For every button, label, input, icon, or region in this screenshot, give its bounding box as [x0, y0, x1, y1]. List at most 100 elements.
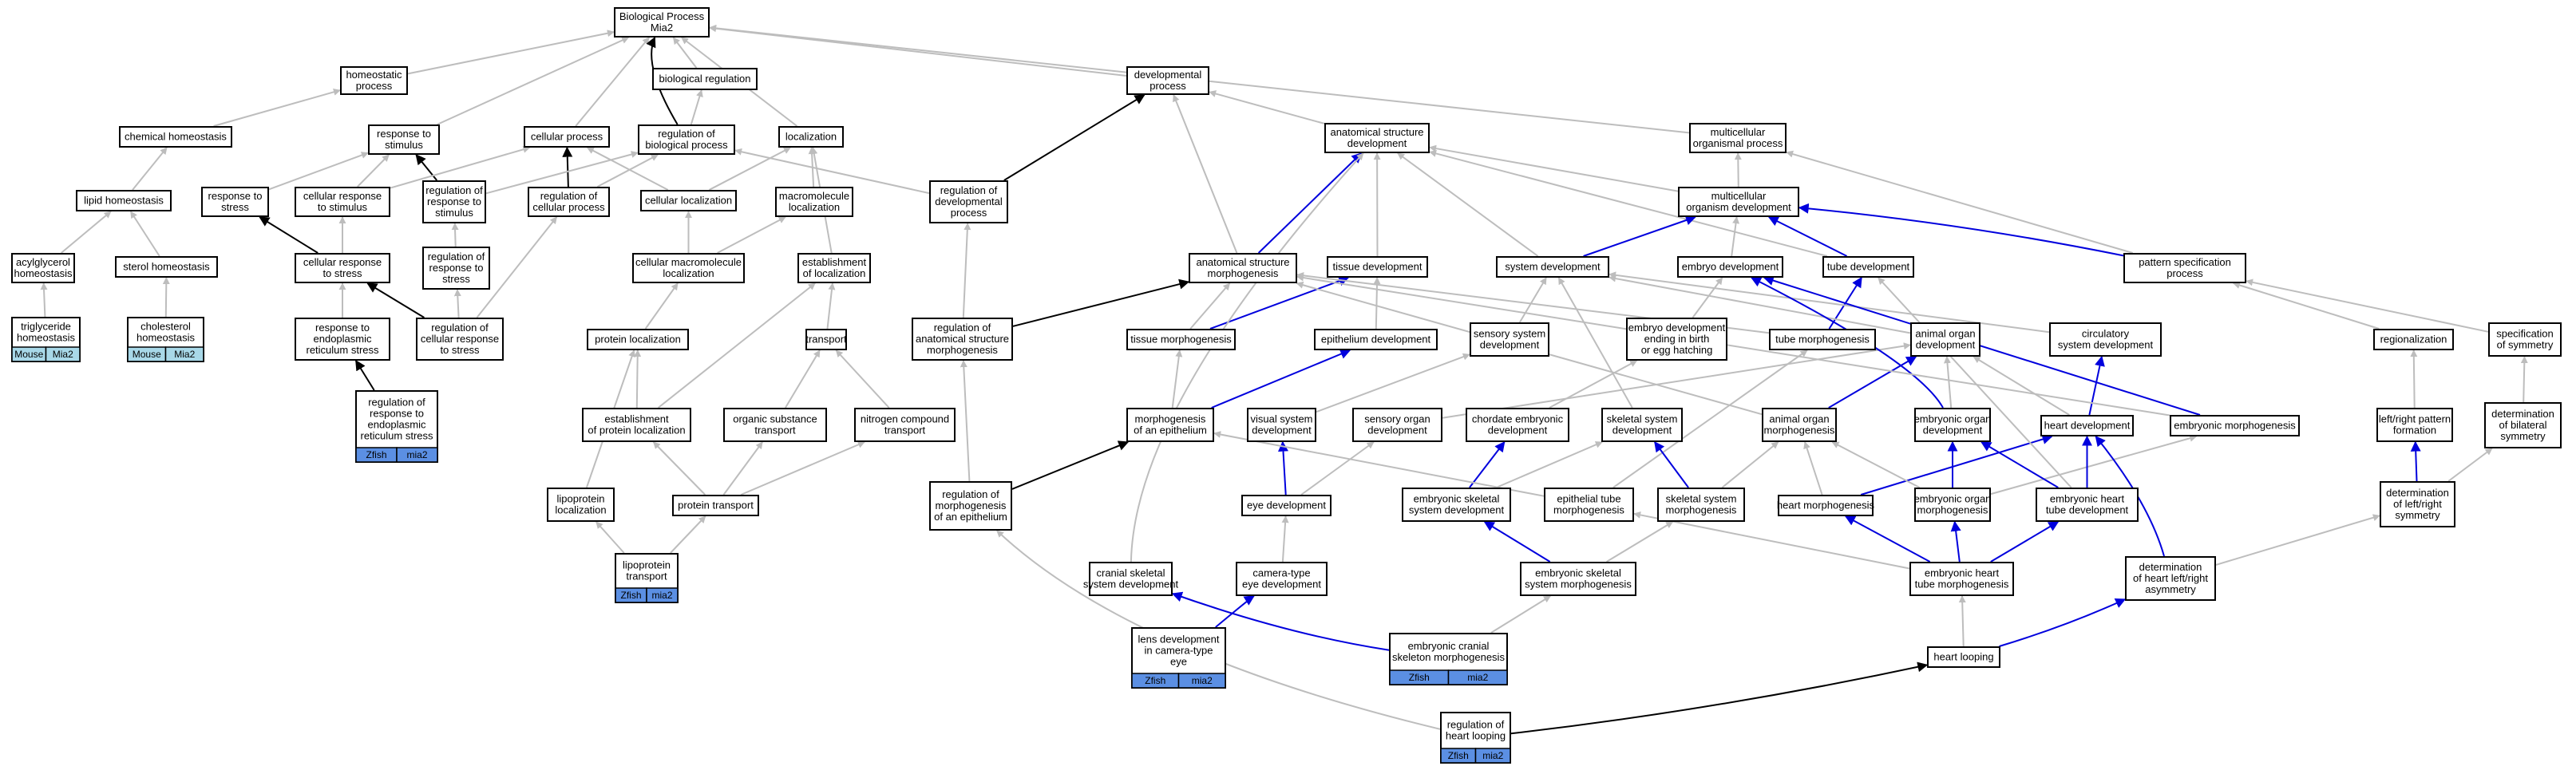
node-label: cellular process: [531, 131, 603, 143]
node-cellproc[interactable]: cellular process: [524, 126, 610, 148]
node-tubedev[interactable]: tube development: [1822, 256, 1914, 278]
node-heartdev[interactable]: heart development: [2040, 415, 2134, 436]
node-epidev[interactable]: epithelium development: [1314, 329, 1438, 350]
node-eyedev[interactable]: eye development: [1241, 495, 1332, 516]
node-box: [797, 253, 871, 283]
node-box: [340, 66, 408, 95]
node-tubemorph[interactable]: tube morphogenesis: [1769, 329, 1876, 350]
node-cell_local[interactable]: cellular localization: [640, 190, 737, 211]
node-label: system development: [1505, 261, 1601, 273]
edge-mod-to-asd: [1429, 144, 1679, 192]
node-prot_local[interactable]: protein localization: [587, 329, 689, 350]
node-heartmorph[interactable]: heart morphogenesis: [1777, 495, 1875, 516]
node-transport[interactable]: transport: [805, 329, 847, 350]
edge-chordemb-to-embdevbirth: [1549, 360, 1638, 409]
node-regionaliz[interactable]: regionalization: [2373, 329, 2454, 350]
node-sysdev[interactable]: system development: [1496, 256, 1609, 278]
node-biolreg[interactable]: biological regulation: [652, 68, 758, 90]
node-lipidhomeo[interactable]: lipid homeostasis: [76, 190, 172, 211]
node-prottrans[interactable]: protein transport: [672, 495, 759, 516]
node-heartloop[interactable]: heart looping: [1927, 646, 2000, 668]
node-embmorph[interactable]: embryonic morphogenesis: [2170, 415, 2300, 436]
species-tag-label: mia2: [1192, 675, 1213, 686]
node-embdev[interactable]: embryo development: [1677, 256, 1783, 278]
node-box: [2036, 488, 2139, 522]
node-box: [1466, 408, 1569, 442]
node-chemhomeo[interactable]: chemical homeostasis: [119, 126, 232, 148]
node-local[interactable]: localization: [778, 126, 844, 148]
edge-skelsysdev-to-sysdev: [1557, 277, 1633, 409]
node-tissuemorph[interactable]: tissue morphogenesis: [1126, 329, 1236, 350]
species-tag-box: [1474, 748, 1511, 764]
edge-lipidhomeo-to-chemhomeo: [132, 147, 168, 191]
node-sterol[interactable]: sterol homeostasis: [115, 256, 218, 278]
node-box: [1241, 495, 1332, 516]
node-tissuedev[interactable]: tissue development: [1327, 256, 1428, 278]
